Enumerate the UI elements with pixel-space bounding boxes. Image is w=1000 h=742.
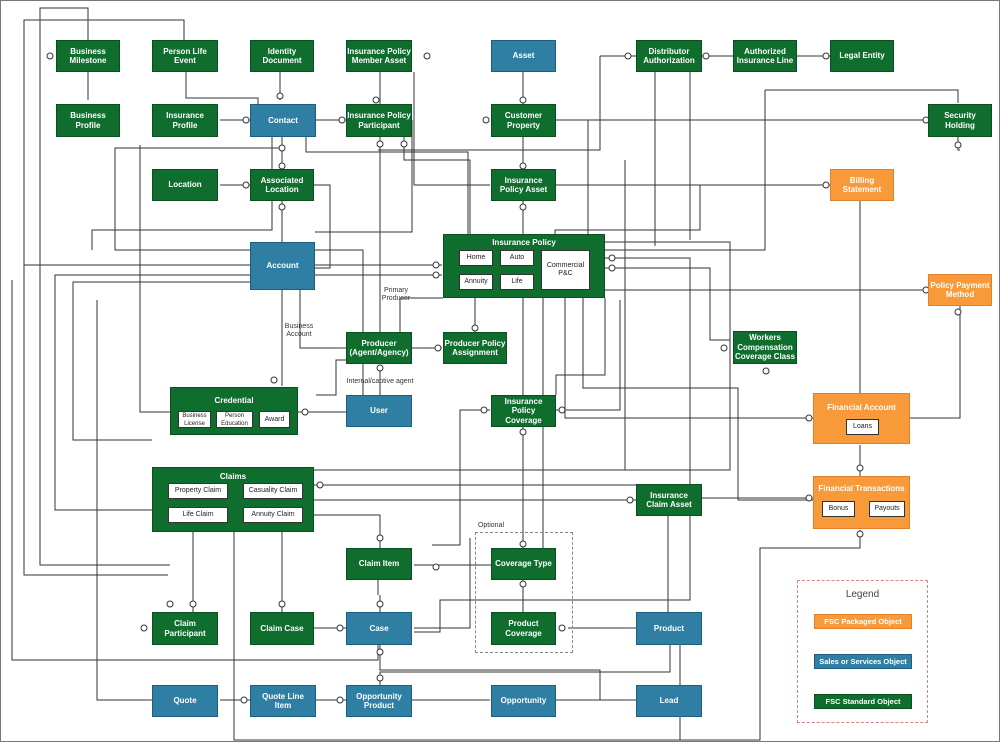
home-policy-box[interactable]: Home [459, 250, 493, 266]
financial-account-title: Financial Account [827, 403, 896, 412]
case-node[interactable]: Case [346, 612, 412, 645]
casualty-claim-box[interactable]: Casuality Claim [243, 483, 303, 499]
financial-account-group[interactable]: Financial Account Loans [813, 393, 910, 444]
claim-case-node[interactable]: Claim Case [250, 612, 314, 645]
claims-title: Claims [219, 472, 247, 481]
optional-group-box [475, 532, 573, 653]
user-node[interactable]: User [346, 395, 412, 427]
asset-node[interactable]: Asset [491, 40, 556, 72]
annuity-policy-box[interactable]: Annuity [459, 274, 493, 290]
financial-transactions-group[interactable]: Financial Transactions Bonus Payouts [813, 476, 910, 529]
product-node[interactable]: Product [636, 612, 702, 645]
loans-box[interactable]: Loans [846, 419, 879, 435]
award-box[interactable]: Award [259, 411, 290, 428]
coverage-type-node[interactable]: Coverage Type [491, 548, 556, 580]
lead-node[interactable]: Lead [636, 685, 702, 717]
legend-title: Legend [845, 589, 880, 600]
insurance-policy-title: Insurance Policy [492, 238, 556, 247]
life-policy-box[interactable]: Life [500, 274, 534, 290]
auto-policy-box[interactable]: Auto [500, 250, 534, 266]
account-node[interactable]: Account [250, 242, 315, 290]
legend-fsc-packaged-object: FSC Packaged Object [814, 614, 912, 629]
claim-item-node[interactable]: Claim Item [346, 548, 412, 580]
location-node[interactable]: Location [152, 169, 218, 201]
legend-fsc-standard-object: FSC Standard Object [814, 694, 912, 709]
credential-title: Credential [214, 396, 254, 405]
bonus-box[interactable]: Bonus [822, 501, 855, 517]
producer-node[interactable]: Producer(Agent/Agency) [346, 332, 412, 364]
annuity-claim-box[interactable]: Annuity Claim [243, 507, 303, 523]
contact-node[interactable]: Contact [250, 104, 316, 137]
legend-sales-or-services-object: Sales or Services Object [814, 654, 912, 669]
insurance-policy-group[interactable]: Insurance Policy Home Auto Annuity Life … [443, 234, 605, 298]
quote-node[interactable]: Quote [152, 685, 218, 717]
payouts-box[interactable]: Payouts [869, 501, 905, 517]
claims-group[interactable]: Claims Property Claim Casuality Claim Li… [152, 467, 314, 532]
internal-captive-agent-label: Internal/captive agent [346, 378, 414, 385]
legal-entity-node[interactable]: Legal Entity [830, 40, 894, 72]
optional-label: Optional [477, 522, 505, 529]
opportunity-node[interactable]: Opportunity [491, 685, 556, 717]
property-claim-box[interactable]: Property Claim [168, 483, 228, 499]
legend: Legend FSC Packaged Object Sales or Serv… [797, 580, 928, 723]
life-claim-box[interactable]: Life Claim [168, 507, 228, 523]
financial-transactions-title: Financial Transactions [818, 484, 905, 493]
